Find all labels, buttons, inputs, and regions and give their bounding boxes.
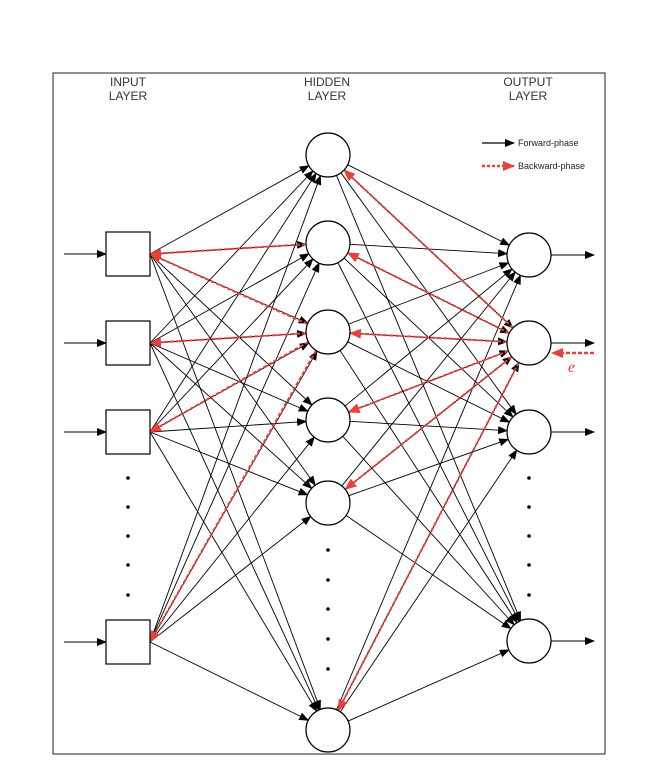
output-node-2 [506, 320, 552, 366]
output-ellipsis-dot-3 [527, 534, 531, 538]
forward-edge-input3-hidden2 [149, 258, 314, 433]
hidden-ellipsis-dot-3 [326, 607, 330, 611]
forward-edge-hidden4-output4 [342, 435, 515, 626]
forward-edge-input1-hidden4 [149, 253, 313, 406]
input-ellipsis-dot-3 [126, 534, 130, 538]
input-layer-title: INPUT LAYER [109, 75, 148, 103]
forward-edge-input4-hidden4 [149, 436, 315, 643]
output-layer-label-line2: LAYER [509, 89, 548, 103]
forward-edge-hidden5-output3 [348, 438, 510, 497]
forward-edge-input2-hidden4 [149, 342, 309, 412]
backward-edge-output2-hidden3 [348, 328, 508, 343]
input-ellipsis-dot-4 [126, 563, 130, 567]
backward-edge-output2-hidden4 [347, 349, 509, 414]
forward-edge-input1-hidden6 [149, 253, 321, 711]
backward-edge-hidden3-input3 [149, 340, 309, 433]
backward-edge-hidden3-input1 [149, 253, 308, 325]
forward-edge-input4-hidden2 [149, 262, 320, 643]
output-ellipsis-dot-2 [527, 505, 531, 509]
backward-edge-output2-hidden2 [346, 251, 510, 335]
forward-edge-input4-hidden5 [149, 515, 312, 643]
input-layer-label-line1: INPUT [110, 75, 147, 89]
hidden-ellipsis-dot-4 [326, 637, 330, 641]
hidden-layer-title: HIDDEN LAYER [304, 75, 350, 103]
forward-edge-hidden2-output4 [337, 262, 520, 623]
backward-edge-hidden2-input1 [149, 243, 307, 259]
forward-edge-input4-hidden1 [149, 174, 322, 643]
hidden-layer-label-line2: LAYER [308, 89, 347, 103]
nodes [105, 132, 552, 753]
ellipsis-dots [126, 476, 531, 671]
hidden-node-6 [305, 707, 351, 753]
backward-connections [149, 169, 520, 712]
input-node-3 [105, 409, 151, 455]
output-node-3 [506, 409, 552, 455]
hidden-ellipsis-dot-2 [326, 578, 330, 582]
error-symbol: e [568, 359, 575, 376]
forward-edge-input2-hidden6 [149, 342, 320, 711]
forward-edge-hidden1-output1 [347, 164, 511, 246]
hidden-node-4 [305, 397, 351, 443]
input-layer-label-line2: LAYER [109, 89, 148, 103]
legend-backward-label: Backward-phase [518, 161, 585, 171]
hidden-ellipsis-dot-1 [326, 548, 330, 552]
forward-edge-input1-hidden5 [149, 253, 316, 486]
forward-edge-input2-hidden2 [149, 253, 310, 344]
hidden-node-3 [305, 309, 351, 355]
forward-edge-hidden6-output1 [336, 274, 521, 710]
input-ellipsis-dot-2 [126, 505, 130, 509]
backward-edge-hidden3-input4 [149, 349, 317, 643]
input-node-1 [105, 231, 151, 277]
output-ellipsis-dot-4 [527, 563, 531, 567]
io-arrows [64, 250, 595, 646]
output-node-1 [506, 232, 552, 278]
hidden-ellipsis-dot-5 [326, 667, 330, 671]
hidden-layer-label-line1: HIDDEN [304, 75, 350, 89]
hidden-node-1 [305, 132, 351, 178]
forward-edge-hidden1-output4 [335, 175, 522, 622]
forward-edge-hidden3-output4 [339, 350, 518, 624]
forward-edge-hidden5-output1 [341, 271, 516, 487]
backward-edge-output2-hidden5 [344, 355, 513, 491]
forward-edge-input3-hidden1 [149, 172, 317, 433]
forward-edge-input3-hidden6 [149, 431, 318, 712]
input-node-2 [105, 320, 151, 366]
backward-edge-output2-hidden6 [337, 362, 520, 712]
legend: Forward-phase Backward-phase [482, 138, 585, 171]
forward-edge-input1-hidden1 [149, 165, 310, 255]
hidden-node-5 [305, 480, 351, 526]
input-ellipsis-dot-5 [126, 593, 130, 597]
backward-edge-hidden3-input2 [149, 332, 307, 348]
forward-edge-hidden4-output3 [349, 420, 509, 435]
forward-edge-hidden6-output3 [339, 449, 518, 713]
input-node-4 [105, 619, 151, 665]
forward-edge-hidden5-output4 [345, 515, 512, 630]
output-ellipsis-dot-5 [527, 593, 531, 597]
forward-edge-input2-hidden1 [149, 170, 314, 344]
hidden-node-2 [305, 220, 351, 266]
output-node-4 [506, 618, 552, 664]
output-ellipsis-dot-1 [527, 476, 531, 480]
forward-edge-hidden6-output4 [347, 649, 510, 722]
legend-forward-label: Forward-phase [518, 138, 579, 148]
forward-edge-input2-hidden5 [149, 342, 313, 489]
diagram-frame [52, 72, 606, 755]
backward-edge-output2-hidden1 [343, 169, 514, 329]
input-ellipsis-dot-1 [126, 476, 130, 480]
output-layer-label-line1: OUTPUT [503, 75, 553, 89]
output-layer-title: OUTPUT LAYER [503, 75, 553, 103]
forward-edge-input3-hidden4 [149, 418, 308, 433]
forward-edge-input3-hidden5 [149, 431, 309, 496]
forward-edge-input4-hidden6 [149, 641, 310, 721]
